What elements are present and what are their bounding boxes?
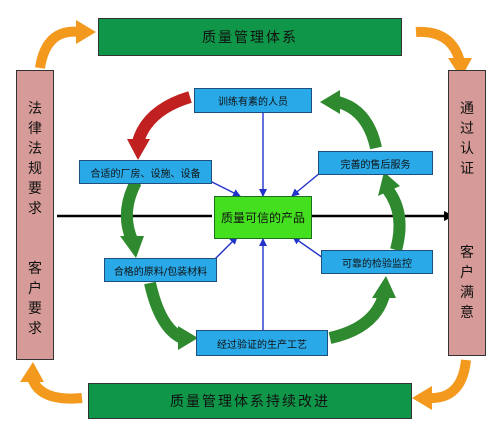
- corner-arrow-top-right: [415, 26, 465, 64]
- node-after-sales: 完善的售后服务: [318, 151, 433, 175]
- corner-arrow-top-left: [35, 26, 81, 69]
- node-personnel-label: 训练有素的人员: [218, 97, 288, 108]
- connector-inspection: [292, 236, 327, 261]
- node-process-label: 经过验证的生产工艺: [217, 339, 307, 351]
- right-panel-upper-label: 通过认证: [460, 101, 474, 177]
- node-center-label: 质量可信的产品: [220, 211, 305, 225]
- node-facilities: 合适的厂房、设施、设备: [79, 160, 212, 184]
- cycle-arrow-process-to-inspection: [328, 293, 390, 344]
- corner-arrowhead-bl: [20, 362, 44, 382]
- right-panel: 通过认证 客户满意: [448, 70, 486, 356]
- node-personnel: 训练有素的人员: [194, 88, 312, 113]
- corner-arrow-bottom-right: [427, 359, 471, 404]
- corner-arrowhead-br: [412, 386, 432, 410]
- node-after-sales-label: 完善的售后服务: [340, 159, 411, 171]
- top-banner-label: 质量管理体系: [202, 30, 298, 46]
- corner-arrowhead-tl: [76, 20, 96, 44]
- left-panel-upper-label: 法律法规要求: [28, 101, 42, 217]
- top-banner: 质量管理体系: [98, 18, 402, 56]
- left-panel-lower-label: 客户要求: [28, 261, 42, 337]
- cycle-arrowhead-1: [127, 139, 150, 160]
- node-inspection-label: 可靠的检验监控: [342, 258, 412, 270]
- bottom-banner-label: 质量管理体系持续改进: [170, 394, 330, 410]
- right-panel-lower-label: 客户满意: [460, 245, 474, 321]
- cycle-arrow-facilities-to-materials: [120, 179, 142, 243]
- cycle-arrowhead-2: [120, 236, 144, 258]
- cycle-arrow-materials-to-process: [144, 281, 185, 344]
- cycle-arrow-after-sales-to-personnel: [336, 96, 382, 150]
- corner-arrowhead-tr: [448, 58, 472, 78]
- cycle-arrowhead-4: [372, 276, 396, 298]
- cycle-arrowhead-5: [378, 172, 400, 196]
- node-facilities-label: 合适的厂房、设施、设备: [90, 168, 201, 180]
- node-inspection: 可靠的检验监控: [321, 250, 433, 274]
- cycle-arrowhead-3: [178, 326, 198, 350]
- left-panel: 法律法规要求 客户要求: [16, 70, 54, 360]
- node-materials: 合格的原料/包装材料: [104, 258, 217, 282]
- bottom-banner: 质量管理体系持续改进: [88, 383, 412, 419]
- cycle-arrow-inspection-to-after-sales: [383, 186, 406, 252]
- cycle-arrow-personnel-to-facilities: [132, 91, 192, 144]
- node-process: 经过验证的生产工艺: [196, 330, 328, 356]
- cycle-arrowhead-6: [320, 90, 340, 114]
- node-materials-label: 合格的原料/包装材料: [113, 266, 208, 278]
- node-center-product: 质量可信的产品: [214, 196, 312, 239]
